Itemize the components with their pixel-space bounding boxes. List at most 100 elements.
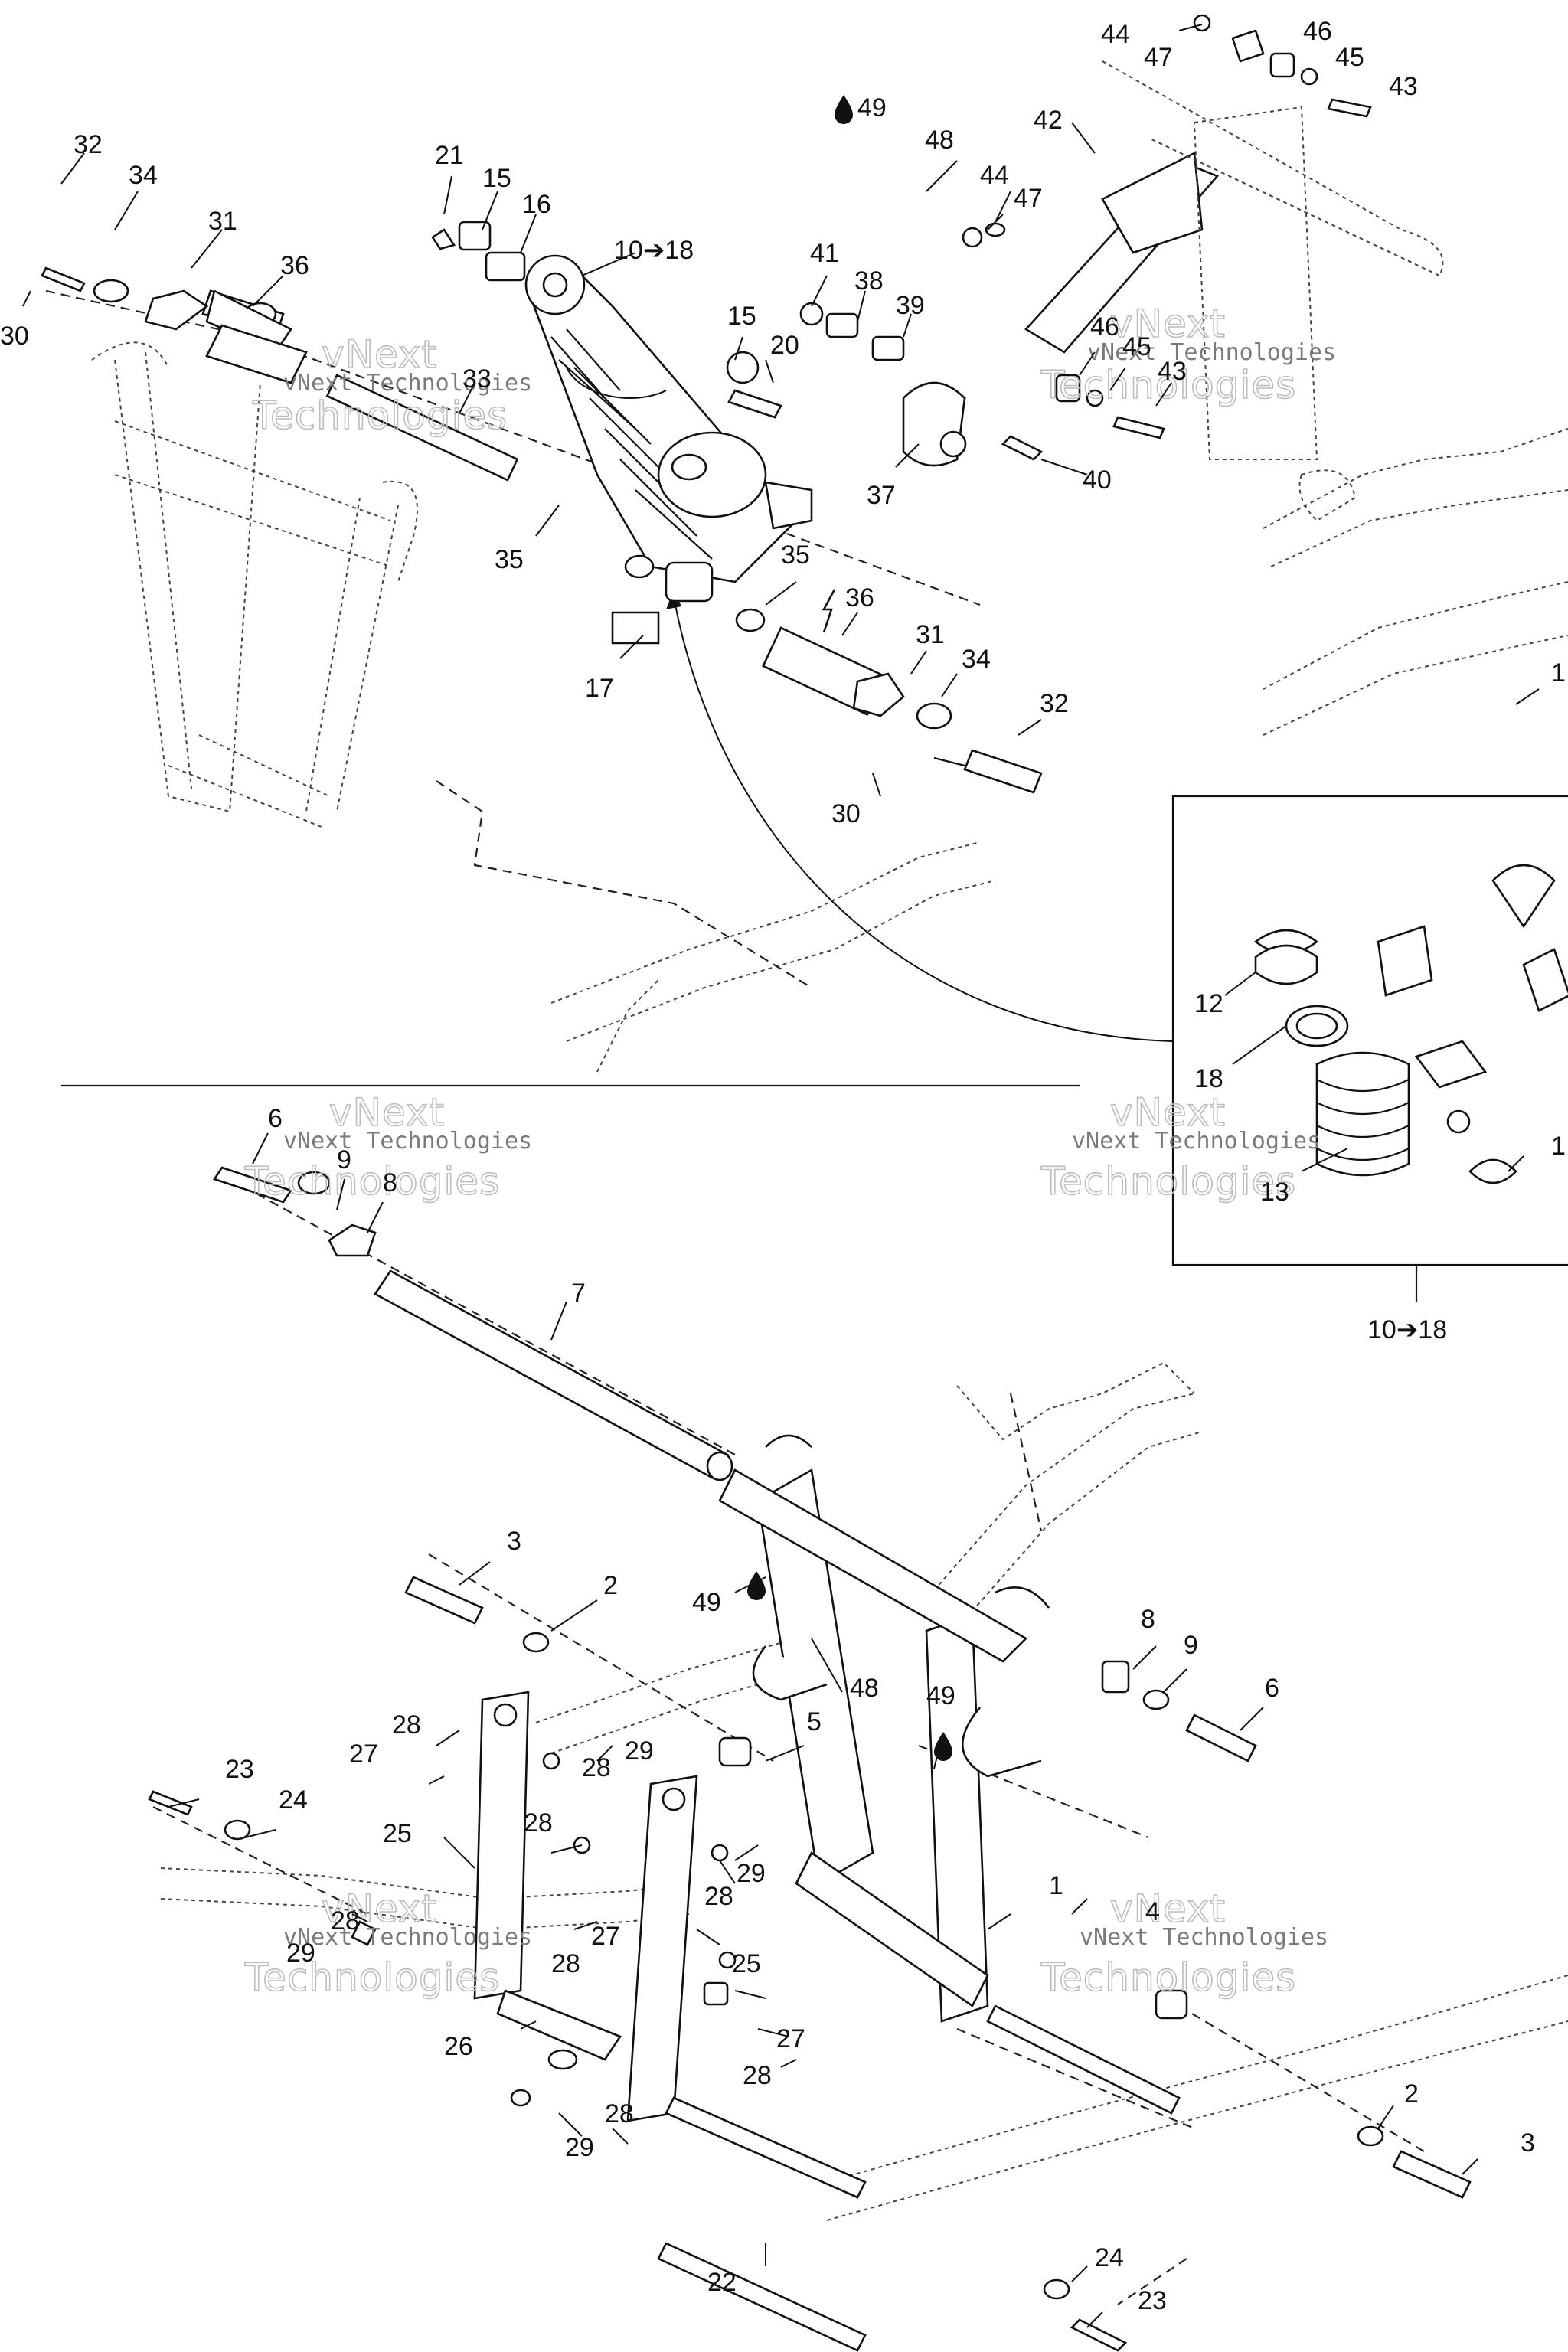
callout-31a: 31 bbox=[208, 207, 237, 236]
callout-8a: 8 bbox=[383, 1168, 397, 1197]
shock-absorber bbox=[524, 254, 813, 603]
callout-4: 4 bbox=[1145, 1897, 1160, 1926]
callout-25a: 25 bbox=[383, 1819, 412, 1848]
leader-lines bbox=[22, 24, 1540, 2328]
callout-27b: 27 bbox=[591, 1922, 620, 1951]
callout-35b: 35 bbox=[781, 541, 810, 570]
grease-drop-icon bbox=[747, 1571, 766, 1600]
svg-text:vNext: vNext bbox=[329, 1090, 445, 1135]
callout-28g: 28 bbox=[743, 2061, 772, 2090]
svg-text:Technologies: Technologies bbox=[244, 1159, 500, 1204]
callout-46a: 46 bbox=[1303, 17, 1332, 46]
callout-32b: 32 bbox=[1040, 689, 1069, 718]
callout-12: 12 bbox=[1194, 989, 1223, 1018]
callout-15b: 15 bbox=[727, 302, 756, 331]
detail-link-curve bbox=[673, 596, 1174, 1042]
callout-39: 39 bbox=[896, 291, 925, 320]
callout-6b: 6 bbox=[1265, 1674, 1279, 1703]
callout-31b: 31 bbox=[916, 620, 945, 649]
callout-48a: 48 bbox=[925, 126, 954, 155]
callout-46b: 46 bbox=[1090, 312, 1119, 341]
callout-42: 42 bbox=[1034, 106, 1063, 135]
callout-10b: 10➔18 bbox=[1367, 1315, 1447, 1344]
callout-24b: 24 bbox=[1095, 2243, 1124, 2272]
svg-text:vNext Technologies: vNext Technologies bbox=[283, 1924, 532, 1951]
callout-28a: 28 bbox=[392, 1710, 421, 1740]
callout-28c: 28 bbox=[524, 1808, 553, 1838]
callout-5: 5 bbox=[807, 1707, 822, 1736]
callout-49c: 49 bbox=[926, 1681, 956, 1710]
grease-drop-icon bbox=[934, 1732, 952, 1761]
callout-16: 16 bbox=[522, 190, 551, 219]
svg-text:vNext Technologies: vNext Technologies bbox=[1087, 339, 1336, 366]
callout-1a: 1 bbox=[1551, 658, 1566, 688]
callout-29c: 29 bbox=[286, 1939, 315, 1968]
callout-3a: 3 bbox=[507, 1527, 521, 1556]
callout-49a: 49 bbox=[858, 93, 887, 122]
callout-6a: 6 bbox=[268, 1104, 283, 1133]
svg-text:vNext Technologies: vNext Technologies bbox=[283, 1128, 532, 1155]
svg-text:vNext: vNext bbox=[1110, 1090, 1226, 1135]
svg-text:vNext: vNext bbox=[1110, 302, 1226, 346]
guide-lines bbox=[45, 289, 1425, 2305]
callout-34b: 34 bbox=[962, 645, 991, 674]
callout-8b: 8 bbox=[1141, 1605, 1155, 1634]
callout-28e: 28 bbox=[331, 1906, 360, 1936]
callout-44a: 44 bbox=[1101, 20, 1130, 49]
upper-right-linkage bbox=[799, 14, 1444, 522]
callout-13: 13 bbox=[1260, 1178, 1289, 1207]
watermarks: vNext Technologies vNext Technologies vN… bbox=[243, 301, 1336, 2001]
grease-drop-icon bbox=[835, 95, 853, 124]
callout-1b: 1 bbox=[1551, 1132, 1566, 1161]
svg-text:vNext: vNext bbox=[322, 332, 437, 377]
callout-36a: 36 bbox=[280, 251, 309, 280]
callout-23b: 23 bbox=[1138, 2286, 1167, 2315]
svg-text:vNext: vNext bbox=[322, 1886, 437, 1931]
callout-7: 7 bbox=[571, 1279, 586, 1308]
callout-30a: 30 bbox=[0, 322, 29, 351]
callout-2b: 2 bbox=[1404, 2079, 1419, 2109]
callout-48b: 48 bbox=[850, 1674, 879, 1703]
callout-28h: 28 bbox=[605, 2099, 634, 2128]
callout-9a: 9 bbox=[337, 1145, 351, 1174]
svg-text:vNext Technologies: vNext Technologies bbox=[283, 370, 532, 397]
callout-38: 38 bbox=[854, 266, 884, 296]
callout-45a: 45 bbox=[1335, 43, 1364, 72]
callout-25b: 25 bbox=[732, 1949, 761, 1978]
callout-32a: 32 bbox=[74, 130, 103, 159]
svg-text:Technologies: Technologies bbox=[244, 1955, 500, 2000]
callout-26: 26 bbox=[444, 2032, 473, 2061]
callout-labels: 44 46 47 45 43 49 48 42 32 21 15 16 34 3… bbox=[0, 17, 1566, 2315]
callout-20: 20 bbox=[770, 331, 799, 360]
callout-29d: 29 bbox=[565, 2133, 594, 2162]
lower-cross-shaft bbox=[212, 1166, 733, 1481]
callout-47a: 47 bbox=[1144, 43, 1173, 72]
svg-text:Technologies: Technologies bbox=[1040, 1159, 1296, 1204]
upper-shafts bbox=[41, 220, 1043, 794]
callout-17: 17 bbox=[585, 674, 614, 703]
callout-36b: 36 bbox=[845, 583, 874, 612]
lower-hardware bbox=[148, 1576, 1472, 2352]
callout-1c: 1 bbox=[1049, 1871, 1063, 1900]
callout-40: 40 bbox=[1083, 466, 1112, 495]
callout-29b: 29 bbox=[737, 1859, 766, 1888]
svg-text:vNext Technologies: vNext Technologies bbox=[1080, 1924, 1328, 1951]
callout-43a: 43 bbox=[1389, 72, 1418, 101]
callout-28b: 28 bbox=[582, 1753, 611, 1782]
svg-text:Technologies: Technologies bbox=[252, 394, 508, 438]
callout-18: 18 bbox=[1194, 1064, 1223, 1093]
callout-44b: 44 bbox=[980, 161, 1009, 190]
callout-28d: 28 bbox=[704, 1882, 733, 1911]
callout-28f: 28 bbox=[551, 1949, 580, 1978]
callout-24a: 24 bbox=[279, 1785, 308, 1815]
callout-21: 21 bbox=[435, 141, 464, 170]
svg-text:Technologies: Technologies bbox=[1040, 1955, 1296, 2000]
callout-15a: 15 bbox=[482, 164, 511, 193]
callout-29a: 29 bbox=[625, 1736, 654, 1766]
callout-35a: 35 bbox=[495, 545, 524, 574]
callout-3b: 3 bbox=[1521, 2128, 1535, 2158]
upper-rear-arm bbox=[91, 341, 418, 828]
callout-37: 37 bbox=[867, 481, 896, 510]
callout-27a: 27 bbox=[349, 1740, 378, 1769]
